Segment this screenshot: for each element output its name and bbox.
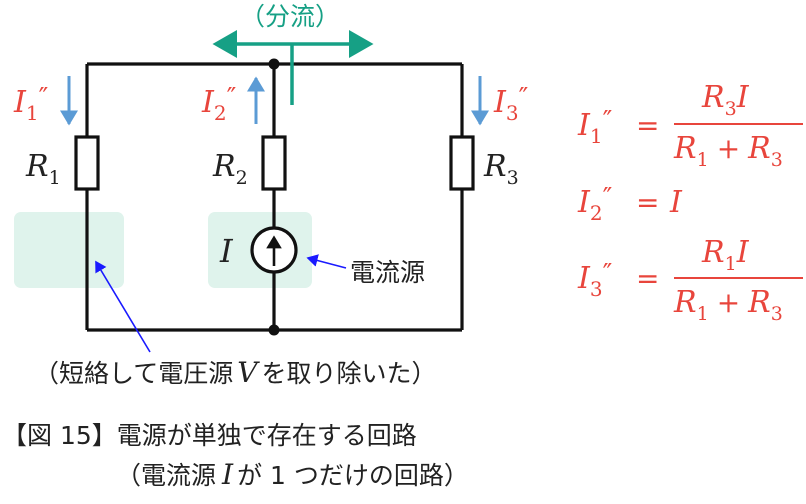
resistor-r3 xyxy=(449,135,475,191)
equation-i1: I1″ = R3I R1+R3 xyxy=(577,80,803,171)
svg-text:I1″: I1″ xyxy=(577,106,613,148)
svg-text:R1I: R1I xyxy=(701,235,750,275)
svg-text:=: = xyxy=(636,262,659,295)
svg-text:=: = xyxy=(636,186,659,219)
circuit-wires xyxy=(85,62,464,332)
equation-i3: I3″ = R1I R1+R3 xyxy=(577,235,803,325)
resistor-r1 xyxy=(74,135,100,191)
source-label: 電流源 xyxy=(350,258,425,287)
svg-text:I: I xyxy=(669,185,683,220)
equation-i2: I2″ = I xyxy=(577,183,683,225)
figure-caption-line1: 【図 15】電源が単独で存在する回路 xyxy=(2,421,417,450)
current-source xyxy=(250,226,298,274)
resistor-label-r1: R1 xyxy=(25,149,61,189)
current-label-i3: I3″ xyxy=(493,83,529,125)
svg-text:R1+R3: R1+R3 xyxy=(673,131,783,171)
bottom-node xyxy=(268,324,280,336)
current-label-i2: I2″ xyxy=(201,83,237,125)
svg-text:I3″: I3″ xyxy=(577,259,613,301)
source-symbol: I xyxy=(219,232,234,270)
source-pointer xyxy=(306,254,347,269)
svg-text:I2″: I2″ xyxy=(577,183,613,225)
current-label-i1: I1″ xyxy=(13,83,49,125)
short-highlight-box xyxy=(14,212,124,288)
top-node xyxy=(268,58,280,70)
split-label: （分流） xyxy=(240,2,340,31)
svg-text:=: = xyxy=(636,109,659,142)
resistor-label-r3: R3 xyxy=(483,149,519,189)
resistor-label-r2: R2 xyxy=(212,149,248,189)
resistor-r2 xyxy=(261,135,287,191)
short-pointer xyxy=(95,260,151,353)
svg-text:R3I: R3I xyxy=(701,80,750,120)
split-indicator xyxy=(212,30,374,105)
svg-text:R1+R3: R1+R3 xyxy=(673,285,783,325)
